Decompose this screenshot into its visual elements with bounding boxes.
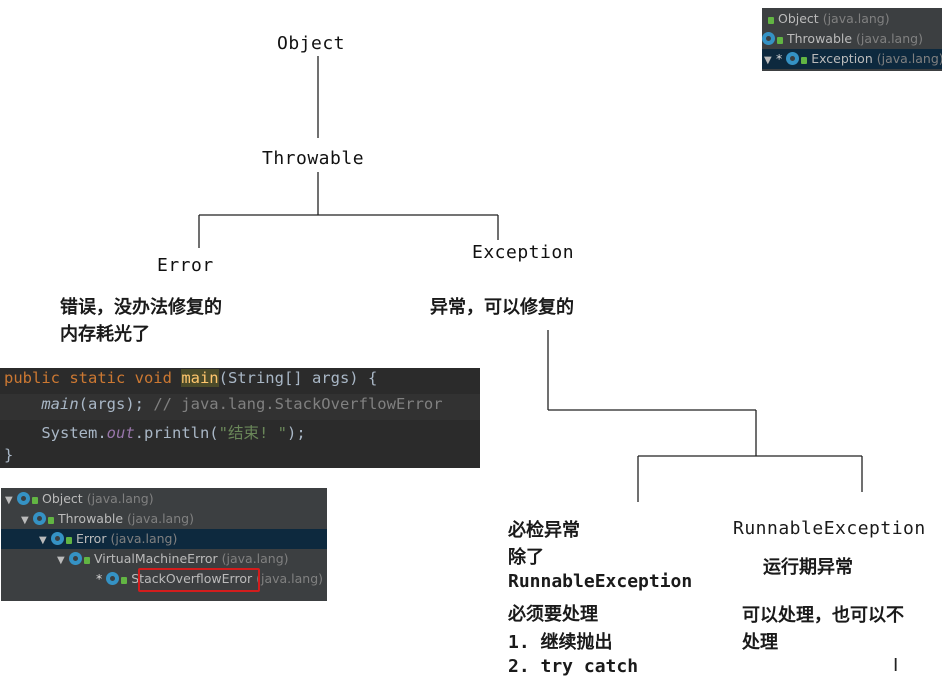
star-marker: * bbox=[776, 51, 783, 66]
tree-row-throwable[interactable]: ▼ Throwable (java.lang) bbox=[1, 509, 327, 529]
public-icon bbox=[32, 497, 38, 504]
tree-row-package: (java.lang) bbox=[856, 31, 923, 46]
tree-row-package: (java.lang) bbox=[221, 551, 289, 566]
tree-row-package: (java.lang) bbox=[256, 571, 324, 586]
tree-row-virtualmachineerror[interactable]: ▼ VirtualMachineError (java.lang) bbox=[1, 549, 327, 569]
node-throwable: Throwable bbox=[262, 148, 365, 169]
public-icon bbox=[768, 17, 774, 24]
code-string: "结束! " bbox=[218, 424, 287, 442]
checked-note-line4: 必须要处理 bbox=[508, 604, 598, 625]
class-icon bbox=[17, 492, 30, 505]
checked-note-line3: RunnableException bbox=[508, 571, 693, 592]
tree-row-package: (java.lang) bbox=[110, 531, 178, 546]
expand-arrow-icon[interactable]: ▼ bbox=[39, 535, 47, 546]
code-comment: // java.lang.StackOverflowError bbox=[153, 395, 443, 413]
expand-arrow-icon[interactable]: ▼ bbox=[764, 55, 772, 66]
code-out-field: out bbox=[106, 424, 135, 442]
code-signature: (String[] args) { bbox=[218, 369, 378, 387]
public-icon bbox=[66, 537, 72, 544]
expand-arrow-icon[interactable]: ▼ bbox=[57, 555, 65, 566]
highlight-box bbox=[138, 568, 260, 592]
tree-row-name: VirtualMachineError bbox=[94, 551, 218, 566]
public-icon bbox=[801, 57, 808, 64]
tree-row-package: (java.lang) bbox=[876, 51, 942, 66]
code-line-2: main(args); // java.lang.StackOverflowEr… bbox=[4, 395, 443, 413]
expand-arrow-icon[interactable]: ▼ bbox=[21, 515, 29, 526]
code-println: .println( bbox=[134, 424, 219, 442]
tree-row-name: Exception bbox=[811, 51, 873, 66]
tree-row-package: (java.lang) bbox=[86, 491, 154, 506]
class-icon bbox=[786, 52, 800, 65]
code-system: System. bbox=[41, 424, 107, 442]
checked-note-line1: 必检异常 bbox=[508, 520, 580, 541]
tree-row-throwable[interactable]: Throwable (java.lang) bbox=[762, 29, 942, 49]
node-exception: Exception bbox=[472, 242, 575, 263]
code-close: ); bbox=[286, 424, 306, 442]
tree-row-object[interactable]: ▼ Object (java.lang) bbox=[1, 489, 327, 509]
class-icon bbox=[762, 32, 775, 45]
runtime-note-line3: 处理 bbox=[742, 632, 778, 653]
current-line-highlight bbox=[0, 394, 480, 420]
hierarchy-panel-bottom[interactable]: ▼ Object (java.lang) ▼ Throwable (java.lan… bbox=[1, 488, 327, 601]
checked-note-line5: 1. 继续抛出 bbox=[508, 632, 613, 653]
code-line-1: public static void main(String[] args) { bbox=[4, 369, 377, 387]
exception-note: 异常，可以修复的 bbox=[430, 297, 574, 318]
star-marker: * bbox=[96, 571, 103, 586]
node-object: Object bbox=[277, 33, 346, 54]
public-icon bbox=[777, 37, 783, 44]
class-icon bbox=[51, 532, 64, 545]
text-cursor-icon: I bbox=[893, 655, 899, 676]
tree-row-stackoverflowerror[interactable]: * StackOverflowError (java.lang) bbox=[1, 569, 327, 589]
tree-row-name: Object bbox=[42, 491, 83, 506]
hierarchy-panel-top[interactable]: Object (java.lang) Throwable (java.lang)… bbox=[762, 8, 942, 71]
public-icon bbox=[84, 557, 90, 564]
code-method-name: main bbox=[181, 369, 219, 387]
tree-row-object[interactable]: Object (java.lang) bbox=[762, 9, 942, 29]
error-note-line1: 错误，没办法修复的 bbox=[60, 297, 222, 318]
code-line-4: } bbox=[4, 446, 14, 464]
tree-row-name: StackOverflowError bbox=[131, 571, 253, 586]
tree-row-package: (java.lang) bbox=[822, 11, 890, 26]
public-icon bbox=[121, 577, 128, 584]
tree-row-name: Throwable bbox=[58, 511, 124, 526]
node-error: Error bbox=[157, 255, 214, 276]
error-note-line2: 内存耗光了 bbox=[60, 324, 150, 345]
code-recursive-call: main bbox=[41, 395, 79, 413]
code-keywords: public static void bbox=[4, 369, 182, 387]
tree-row-name: Throwable bbox=[787, 31, 853, 46]
code-line-3: System.out.println("结束! "); bbox=[4, 421, 306, 443]
tree-row-exception[interactable]: ▼ * Exception (java.lang) bbox=[762, 49, 942, 69]
class-icon bbox=[106, 572, 120, 585]
checked-note-line6: 2. try catch bbox=[508, 656, 639, 677]
checked-note-line2: 除了 bbox=[508, 547, 544, 568]
expand-arrow-icon[interactable]: ▼ bbox=[5, 495, 13, 506]
tree-row-name: Error bbox=[76, 531, 107, 546]
public-icon bbox=[48, 517, 54, 524]
node-runnable-exception: RunnableException bbox=[733, 518, 926, 539]
runtime-note-line2: 可以处理，也可以不 bbox=[742, 605, 904, 626]
class-icon bbox=[33, 512, 46, 525]
tree-row-error[interactable]: ▼ Error (java.lang) bbox=[1, 529, 327, 549]
code-editor-panel[interactable]: public static void main(String[] args) {… bbox=[0, 368, 480, 468]
code-call-args: (args); bbox=[78, 395, 154, 413]
tree-row-package: (java.lang) bbox=[127, 511, 194, 526]
runtime-note-line1: 运行期异常 bbox=[763, 557, 853, 578]
class-icon bbox=[69, 552, 82, 565]
tree-row-name: Object bbox=[778, 11, 819, 26]
